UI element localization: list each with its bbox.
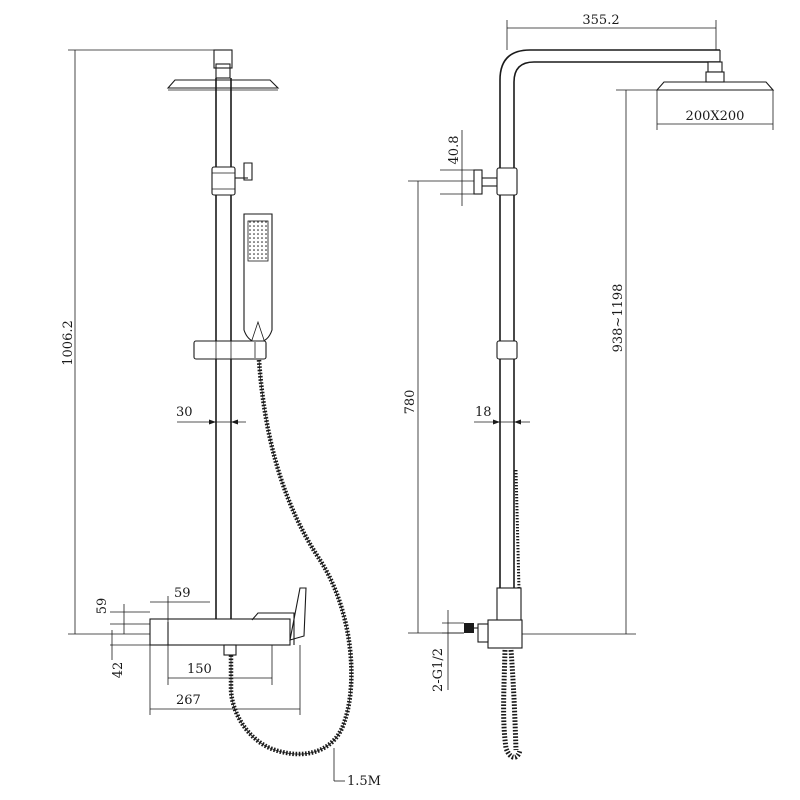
dim-diverter-height — [440, 130, 474, 206]
front-view: 1006.2 30 59 59 42 — [61, 49, 381, 789]
dim-rail-side — [474, 419, 530, 425]
dim-mixer-total-label: 267 — [176, 693, 201, 708]
dim-mixer-center-label: 150 — [187, 662, 212, 677]
dim-adjustable-height-label: 938~1198 — [611, 284, 626, 353]
dim-total-height-label: 1006.2 — [61, 320, 76, 366]
dim-arm-length-label: 355.2 — [582, 13, 619, 28]
front-slide-bracket — [193, 340, 267, 360]
mixer-handle — [289, 587, 307, 641]
dim-inlet-thread — [442, 610, 464, 690]
side-slide-bracket — [496, 340, 518, 360]
dim-total-height — [68, 49, 222, 635]
front-rain-head — [166, 49, 280, 91]
side-diverter — [473, 167, 518, 196]
dim-hose-length-label: 1.5M — [347, 774, 381, 789]
dim-rail-side-label: 18 — [475, 405, 492, 420]
front-hand-shower — [243, 213, 273, 343]
dim-mixer-cutout-label: 59 — [174, 586, 191, 601]
front-hose — [228, 359, 354, 757]
dim-mixer-top-height-label: 59 — [95, 598, 110, 615]
side-arm-inner — [513, 61, 720, 170]
dim-rail-front — [177, 419, 246, 425]
side-hose-lower — [501, 649, 523, 760]
dim-rail-front-label: 30 — [176, 405, 193, 420]
side-mixer — [464, 587, 523, 649]
dim-mixer-heights — [110, 604, 150, 660]
dim-inlet-thread-label: 2-G1/2 — [431, 648, 446, 692]
dim-arm-length — [506, 20, 717, 50]
side-hose-upper — [514, 469, 521, 591]
dim-mixer-bottom-height-label: 42 — [111, 662, 126, 679]
side-arm-outer — [499, 49, 720, 170]
dim-head-size-label: 200X200 — [686, 109, 745, 124]
dim-inlet-to-bracket-label: 780 — [403, 390, 418, 415]
front-mixer — [149, 587, 307, 656]
dim-adjustable-height — [522, 89, 657, 635]
dim-mixer-widths — [149, 645, 301, 715]
side-rain-head — [655, 61, 775, 91]
dim-diverter-height-label: 40.8 — [447, 136, 462, 165]
dim-mixer-cutout — [150, 596, 210, 622]
front-diverter — [211, 162, 253, 196]
side-view: 355.2 200X200 40.8 780 938~1198 — [403, 13, 775, 760]
dim-head-size — [656, 90, 774, 130]
